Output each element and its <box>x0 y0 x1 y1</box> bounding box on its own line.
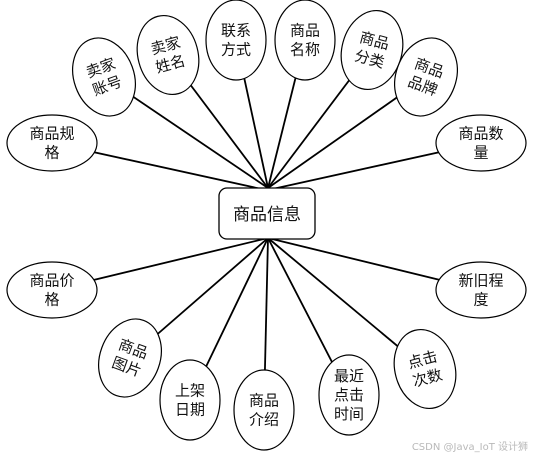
attribute-label: 商品数 <box>458 125 503 143</box>
attribute-nodes: 卖家账号卖家姓名联系方式商品名称商品分类商品品牌商品规格商品数量商品价格新旧程度… <box>6 0 527 451</box>
entity-node: 商品信息 <box>218 187 316 240</box>
attribute-ellipse <box>159 359 221 441</box>
attribute-ellipse <box>72 37 136 117</box>
attribute-ellipse <box>393 328 457 410</box>
attribute-label: 上架 <box>175 382 205 400</box>
attribute-label: 度 <box>473 291 488 309</box>
attribute-label: 商品价 <box>29 272 74 290</box>
attribute-label: 点击 <box>334 386 364 404</box>
attribute-ellipse <box>233 369 295 451</box>
attribute-label: 日期 <box>175 401 205 419</box>
attribute-ellipse <box>6 114 98 172</box>
attribute-label: 方式 <box>221 41 251 59</box>
attribute-label: 新旧程 <box>458 272 503 290</box>
attribute-label: 格 <box>44 291 59 309</box>
attribute-label: 介绍 <box>249 411 279 429</box>
attribute-label: 联系 <box>221 22 251 40</box>
attribute-label: 格 <box>44 144 59 162</box>
attribute-ellipse <box>98 318 162 398</box>
attribute-ellipse <box>340 9 404 91</box>
attribute-ellipse <box>136 14 200 96</box>
attribute-label: 商品规 <box>29 125 74 143</box>
attribute-ellipse <box>435 261 527 319</box>
attribute-label: 商品 <box>249 392 279 410</box>
entity-label: 商品信息 <box>233 205 301 225</box>
attribute-label: 最近 <box>334 367 364 385</box>
attribute-label: 名称 <box>290 41 320 59</box>
entity-box <box>218 187 316 240</box>
attribute-ellipse <box>274 0 336 81</box>
attribute-ellipse <box>318 354 380 436</box>
attribute-ellipse <box>435 114 527 172</box>
attribute-ellipse <box>6 261 98 319</box>
watermark: CSDN @Java_IoT 设计狮 <box>411 442 528 453</box>
attribute-ellipse <box>394 37 458 117</box>
attribute-label: 量 <box>473 144 488 162</box>
attribute-label: 商品 <box>290 22 320 40</box>
attribute-ellipse <box>205 0 267 81</box>
attribute-label: 时间 <box>334 405 364 423</box>
